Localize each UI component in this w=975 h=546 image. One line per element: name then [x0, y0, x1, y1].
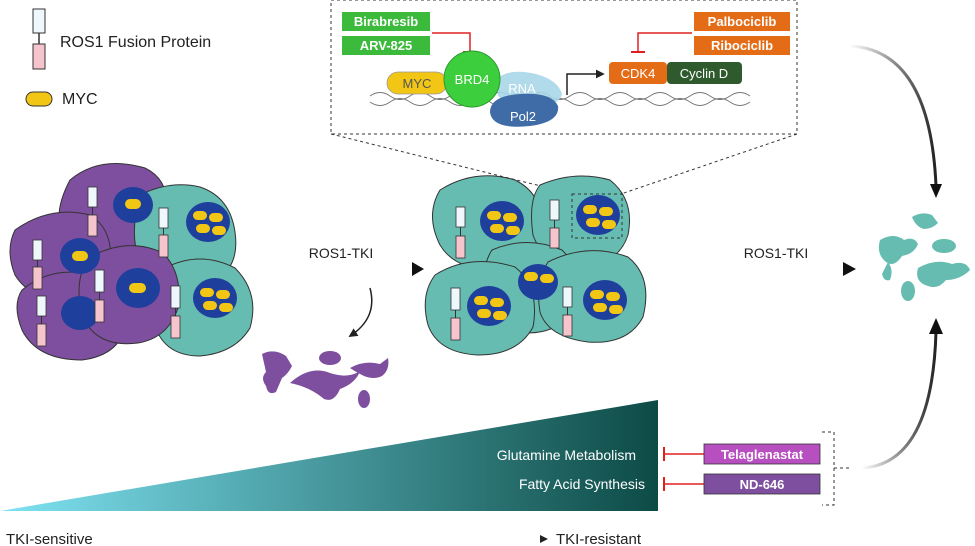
fusion-protein [549, 199, 560, 249]
myc-blob [609, 305, 623, 314]
dead-sensitive-cells [262, 351, 389, 408]
ribociclib-box [694, 36, 790, 55]
bottom-curve-arrow [861, 331, 938, 470]
myc-blob [487, 211, 501, 220]
myc-blob [506, 226, 520, 235]
drug-bracket [822, 431, 852, 506]
myc-blob [203, 301, 217, 310]
pol2-label: Pol2 [510, 109, 536, 124]
fusion-protein [562, 286, 573, 337]
fatty-acid-label: Fatty Acid Synthesis [519, 476, 645, 492]
legend-fusion-label: ROS1 Fusion Protein [60, 34, 211, 51]
tki-label-1: ROS1-TKI [309, 245, 374, 261]
nd646-box [703, 473, 821, 495]
fusion-protein [32, 239, 43, 290]
myc-blob [212, 226, 226, 235]
myc-blob [72, 251, 88, 261]
birabresib-box [342, 12, 430, 31]
myc-blob [606, 292, 620, 301]
glutamine-label: Glutamine Metabolism [497, 447, 636, 463]
fusion-protein [450, 287, 461, 341]
myc-blob [540, 274, 554, 283]
transcription-arrow [566, 69, 605, 95]
palbociclib-box [694, 12, 790, 31]
myc-blob [602, 220, 616, 229]
fusion-legend-top-icon [32, 8, 46, 34]
myc-pill-label: MYC [403, 76, 432, 91]
brd4-circle [443, 50, 501, 108]
top-curve-arrow [849, 44, 938, 187]
myc-blob [503, 213, 517, 222]
myc-blob [590, 290, 604, 299]
myc-blob [593, 303, 607, 312]
myc-blob [599, 207, 613, 216]
tki-label-2: ROS1-TKI [744, 245, 809, 261]
nucleus [583, 280, 627, 320]
rna-label: RNA [508, 81, 536, 96]
ribociclib-label: Ribociclib [711, 38, 773, 53]
telaglenastat-label: Telaglenastat [721, 447, 804, 462]
myc-blob [193, 211, 207, 220]
resistance-gradient-wedge [0, 400, 658, 511]
fusion-protein [170, 285, 181, 339]
resistant-tumor-cluster [424, 175, 647, 356]
cyclin-box [667, 62, 742, 84]
myc-blob [477, 309, 491, 318]
palbociclib-label: Palbociclib [708, 14, 777, 29]
fusion-protein [36, 295, 47, 347]
birabresib-label: Birabresib [354, 14, 418, 29]
nucleus [193, 278, 237, 318]
myc-blob [490, 224, 504, 233]
legend-myc-label: MYC [62, 91, 98, 108]
myc-blob [129, 283, 146, 293]
legend: ROS1 Fusion Protein MYC [25, 8, 211, 108]
dead-resistant-cells [878, 213, 970, 301]
nucleus [61, 296, 99, 330]
fusion-protein [158, 207, 169, 258]
myc-blob [196, 224, 210, 233]
myc-blob [524, 272, 538, 281]
arv825-label: ARV-825 [360, 38, 413, 53]
cdk4-inhibition-line [637, 32, 692, 52]
brd4-inhibition-line [432, 32, 471, 52]
inset-panel: Birabresib ARV-825 MYC RNA Pol2 BRD4 CDK… [330, 0, 798, 195]
myc-blob [200, 288, 214, 297]
telaglenastat-box [703, 443, 821, 465]
sensitive-tumor-cluster [9, 163, 254, 361]
brd4-label: BRD4 [455, 72, 490, 87]
cdk4-box [609, 62, 667, 84]
myc-blob [474, 296, 488, 305]
fusion-protein [87, 186, 98, 237]
myc-blob [209, 213, 223, 222]
myc-blob [219, 303, 233, 312]
death-arrow [348, 287, 373, 337]
pol2-blob [490, 93, 559, 127]
myc-legend-icon [25, 91, 53, 107]
myc-blob [216, 290, 230, 299]
nd646-label: ND-646 [740, 477, 785, 492]
myc-blob [490, 298, 504, 307]
nucleus [186, 202, 230, 242]
myc-blob [125, 199, 141, 209]
arv825-box [342, 36, 430, 55]
cdk4-label: CDK4 [621, 66, 656, 81]
myc-blob [586, 218, 600, 227]
nucleus [480, 201, 524, 241]
fusion-protein [94, 269, 105, 323]
myc-blob [583, 205, 597, 214]
zoom-selection-box [571, 193, 623, 239]
myc-blob [493, 311, 507, 320]
tki-resistant-label: TKI-resistant [556, 531, 642, 546]
fusion-protein [455, 206, 466, 259]
nucleus [576, 195, 620, 235]
cyclin-label: Cyclin D [680, 66, 728, 81]
tki-sensitive-label: TKI-sensitive [6, 531, 93, 546]
nucleus [467, 286, 511, 326]
fusion-legend-bottom-icon [32, 43, 46, 70]
